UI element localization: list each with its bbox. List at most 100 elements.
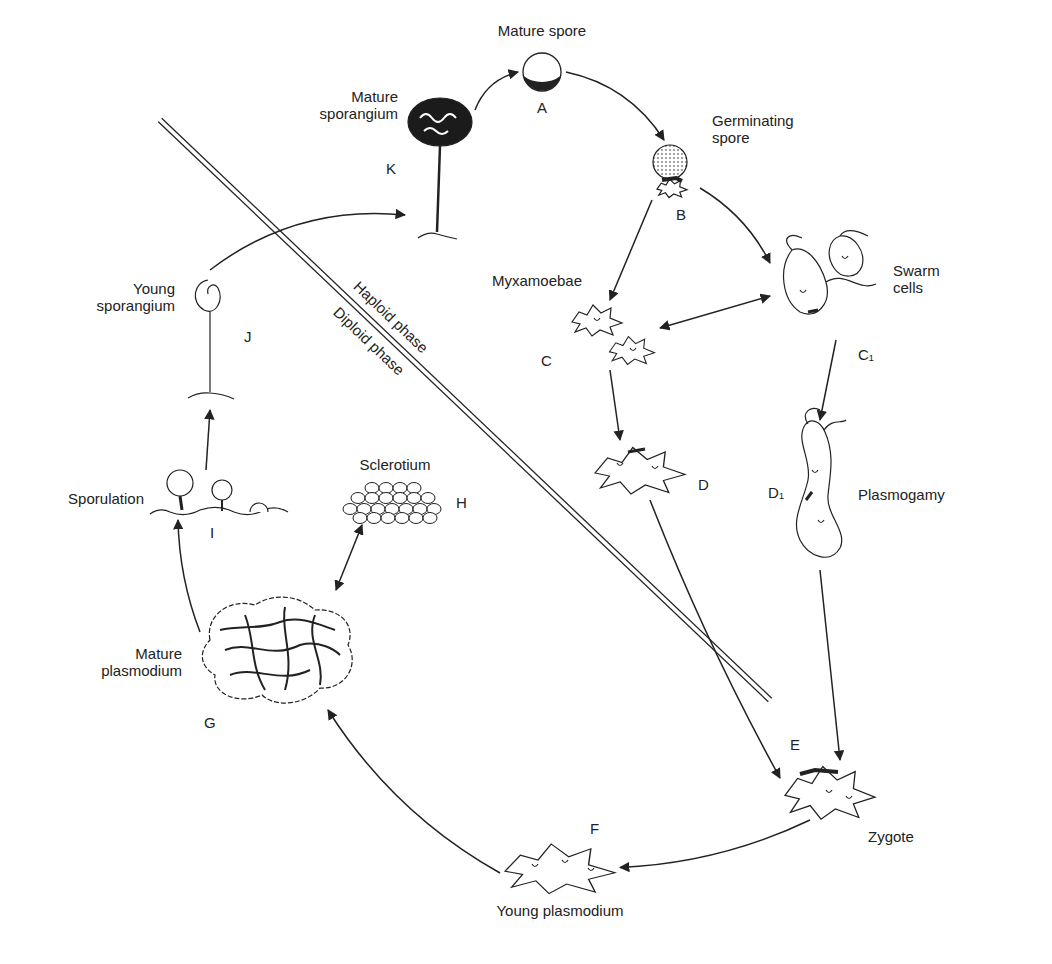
stage-name: Mature sporangium xyxy=(298,88,398,123)
sclerotium-drawing-part xyxy=(351,493,365,504)
cycle-arrow xyxy=(328,710,500,873)
stage-name: Sporulation xyxy=(68,490,144,507)
stage-letter: B xyxy=(676,206,686,223)
sclerotium-drawing-part xyxy=(421,493,435,504)
swarm-cells-drawing-part xyxy=(787,236,802,250)
stage-name: Plasmogamy xyxy=(858,486,945,503)
plasmogamy-drawing xyxy=(796,408,846,557)
germinating-spore-drawing-part xyxy=(657,179,687,198)
life-stage: Mature sporeA xyxy=(518,48,566,96)
cycle-arrow xyxy=(206,410,210,470)
stage-name: Myxamoebae xyxy=(492,272,582,289)
sclerotium-drawing-part xyxy=(367,513,381,524)
stage-name: Germinating spore xyxy=(712,112,812,147)
zygote-drawing-part xyxy=(846,796,852,799)
life-stage: SclerotiumH xyxy=(340,480,450,525)
mature-sporangium-drawing xyxy=(408,98,472,239)
fusing-amoebae-drawing-part xyxy=(652,466,658,469)
stage-name: Young plasmodium xyxy=(496,902,623,919)
cycle-arrow xyxy=(475,72,518,110)
cycle-arrow xyxy=(610,200,652,300)
mature-plasmodium-drawing-part xyxy=(202,597,352,703)
stage-letter: A xyxy=(537,99,547,116)
life-stage: D xyxy=(590,440,690,500)
zygote-drawing-part xyxy=(826,790,832,793)
life-stage: Young sporangiumJ xyxy=(180,270,240,410)
stage-letter: C xyxy=(541,352,552,369)
stage-name: Young sporangium xyxy=(75,280,175,315)
stage-letter: G xyxy=(204,714,216,731)
life-stage: FYoung plasmodium xyxy=(500,840,620,895)
swarm-cells-drawing xyxy=(784,231,876,315)
stage-name: Mature spore xyxy=(498,22,586,39)
cycle-arrow xyxy=(178,520,200,632)
plasmogamy-drawing-part xyxy=(806,492,812,500)
swarm-cells-drawing-part xyxy=(842,256,848,259)
life-stage: D₁Plasmogamy xyxy=(790,420,850,570)
plasmogamy-drawing-part xyxy=(824,420,846,430)
mature-sporangium-drawing-part xyxy=(437,146,440,232)
sclerotium-drawing-part xyxy=(423,513,437,524)
young-plasmodium-drawing xyxy=(505,844,615,894)
swarm-cells-drawing-part xyxy=(840,231,868,236)
swarm-cells-drawing-part xyxy=(800,290,806,293)
sclerotium-drawing-part xyxy=(365,493,379,504)
sclerotium-drawing-part xyxy=(353,513,367,524)
young-plasmodium-drawing-part xyxy=(505,844,615,894)
fusing-amoebae-drawing-part xyxy=(628,449,645,452)
sclerotium-drawing-part xyxy=(393,483,407,494)
young-plasmodium-drawing-part xyxy=(532,864,538,867)
myxamoebae-drawing-part xyxy=(630,348,636,351)
young-plasmodium-drawing-part xyxy=(588,868,594,871)
mature-plasmodium-drawing-part xyxy=(225,644,340,655)
sclerotium-drawing-part xyxy=(407,483,421,494)
stage-name: Swarm cells xyxy=(893,262,953,297)
plasmogamy-drawing-part xyxy=(812,470,818,473)
swarm-cells-drawing-part xyxy=(826,278,876,285)
stage-letter: C₁ xyxy=(858,346,874,363)
mature-spore-drawing-part xyxy=(523,53,561,91)
sclerotium-drawing-part xyxy=(379,483,393,494)
cycle-arrow xyxy=(650,500,780,778)
mature-spore-drawing-part xyxy=(524,77,560,90)
mature-sporangium-drawing-part xyxy=(420,114,456,122)
young-sporangium-drawing-part xyxy=(195,280,220,311)
life-stage: Mature plasmodiumG xyxy=(200,590,360,710)
germinating-spore-drawing-part xyxy=(662,178,682,181)
swarm-cells-drawing-part xyxy=(808,310,818,312)
fusing-amoebae-drawing xyxy=(595,448,685,495)
cycle-arrow xyxy=(336,525,362,590)
life-stage: Swarm cellsC₁ xyxy=(770,230,880,340)
zygote-drawing-part xyxy=(800,770,838,774)
stage-name: Mature plasmodium xyxy=(82,645,182,680)
young-sporangium-drawing-part xyxy=(209,312,210,392)
myxamoebae-drawing xyxy=(572,305,655,364)
fusing-amoebae-drawing-part xyxy=(617,463,623,466)
myxamoebae-drawing-part xyxy=(572,305,622,336)
plasmogamy-drawing-part xyxy=(805,408,820,424)
myxamoebae-drawing-part xyxy=(610,337,655,365)
stage-letter: F xyxy=(590,820,599,837)
germinating-spore-drawing-part xyxy=(653,145,687,179)
life-stage: SporulationI xyxy=(150,470,290,520)
stage-name: Zygote xyxy=(868,828,914,845)
mature-spore-drawing xyxy=(523,53,561,91)
stage-name: Sclerotium xyxy=(360,456,431,473)
cycle-arrow xyxy=(820,570,840,760)
myxamoebae-drawing-part xyxy=(594,318,600,321)
mature-sporangium-drawing-part xyxy=(424,128,448,134)
cycle-arrow xyxy=(210,213,405,270)
sporulation-drawing-part xyxy=(212,480,232,500)
sporulation-drawing-part xyxy=(250,503,268,512)
life-stage: EZygote xyxy=(780,760,880,820)
sclerotium-drawing xyxy=(343,483,441,524)
life-stage: Germinating sporeB xyxy=(640,140,700,200)
stage-letter: E xyxy=(790,736,800,753)
sporulation-drawing-part xyxy=(221,500,223,511)
cycle-arrow xyxy=(820,340,836,420)
swarm-cells-drawing-part xyxy=(784,249,828,314)
